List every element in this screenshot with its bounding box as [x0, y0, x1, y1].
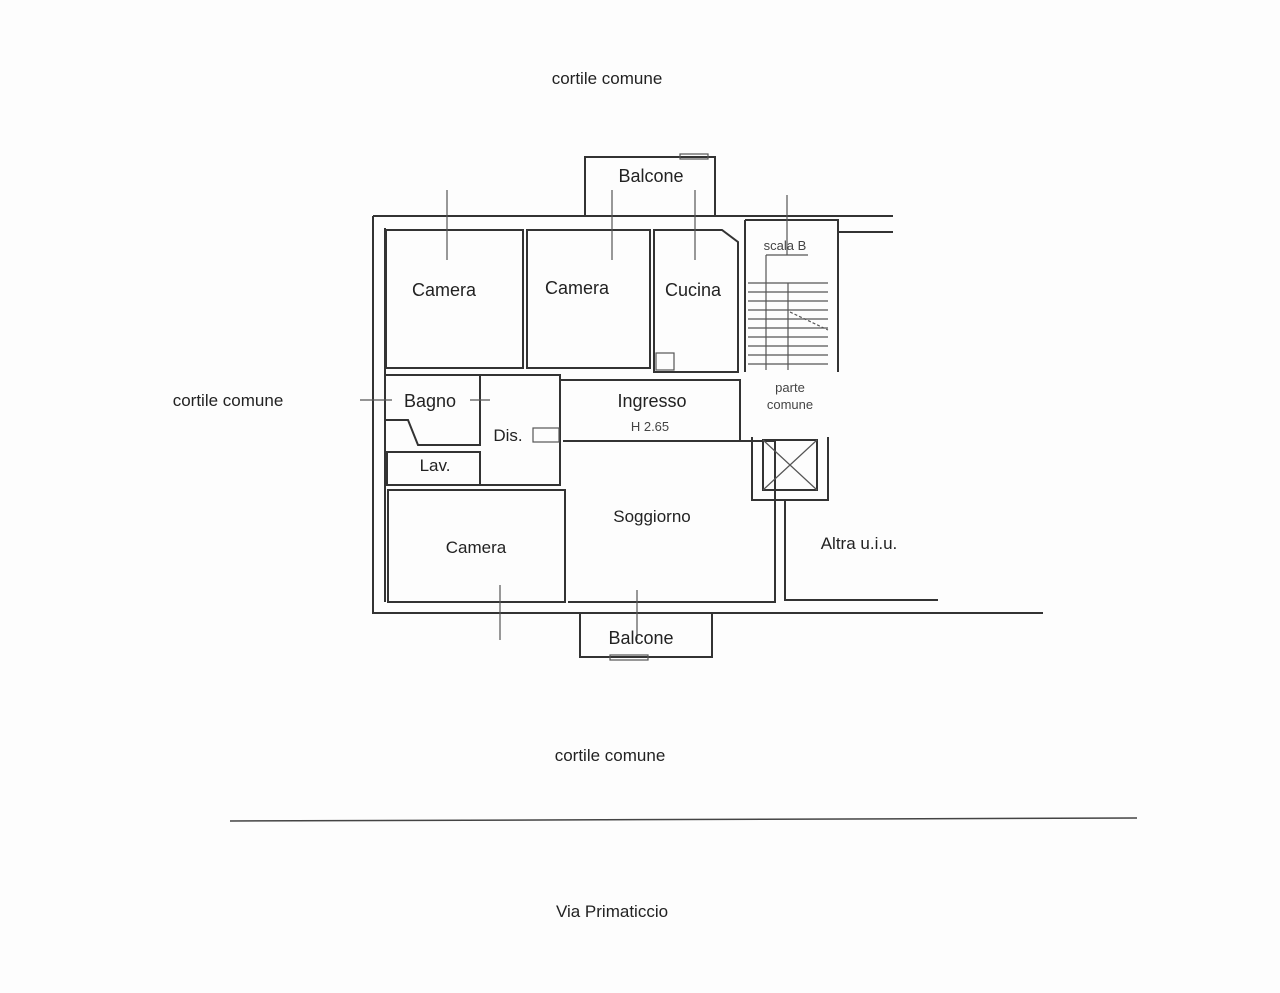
- courtyard-bottom-label: cortile comune: [555, 746, 666, 765]
- walls: [229, 153, 1138, 822]
- room-ingresso: [560, 379, 741, 440]
- room-lav: [386, 451, 481, 486]
- balcony-bottom-label: Balcone: [608, 628, 673, 648]
- elevator: [751, 437, 829, 501]
- balcony-top: [584, 156, 716, 216]
- room-camera-2-label: Camera: [545, 278, 610, 298]
- room-dis: [480, 374, 561, 486]
- room-cucina-label: Cucina: [665, 280, 722, 300]
- balcony-top-label: Balcone: [618, 166, 683, 186]
- room-camera-1-label: Camera: [412, 280, 477, 300]
- ceiling-height-label: H 2.65: [631, 419, 669, 434]
- room-dis-label: Dis.: [493, 426, 522, 445]
- room-camera-3: [387, 489, 566, 603]
- courtyard-left-label: cortile comune: [173, 391, 284, 410]
- balcony-bottom: [579, 613, 713, 658]
- room-camera-1: [385, 229, 524, 369]
- room-soggiorno-label: Soggiorno: [613, 507, 691, 526]
- labels: cortile comune cortile comune cortile co…: [173, 69, 898, 921]
- room-cucina: [653, 229, 739, 373]
- room-soggiorno: [568, 440, 776, 603]
- common-part-label-2: comune: [767, 397, 813, 412]
- common-part-label-1: parte: [775, 380, 805, 395]
- room-ingresso-label: Ingresso: [617, 391, 686, 411]
- room-camera-2: [526, 229, 651, 369]
- room-bagno-label: Bagno: [404, 391, 456, 411]
- stair-b: [744, 219, 893, 372]
- room-lav-label: Lav.: [420, 456, 451, 475]
- street-line: [229, 817, 1138, 822]
- street-label: Via Primaticcio: [556, 902, 668, 921]
- room-bagno: [385, 374, 481, 446]
- courtyard-top-label: cortile comune: [552, 69, 663, 88]
- other-unit-label: Altra u.i.u.: [821, 534, 898, 553]
- room-camera-3-label: Camera: [446, 538, 507, 557]
- stair-label: scala B: [764, 238, 807, 253]
